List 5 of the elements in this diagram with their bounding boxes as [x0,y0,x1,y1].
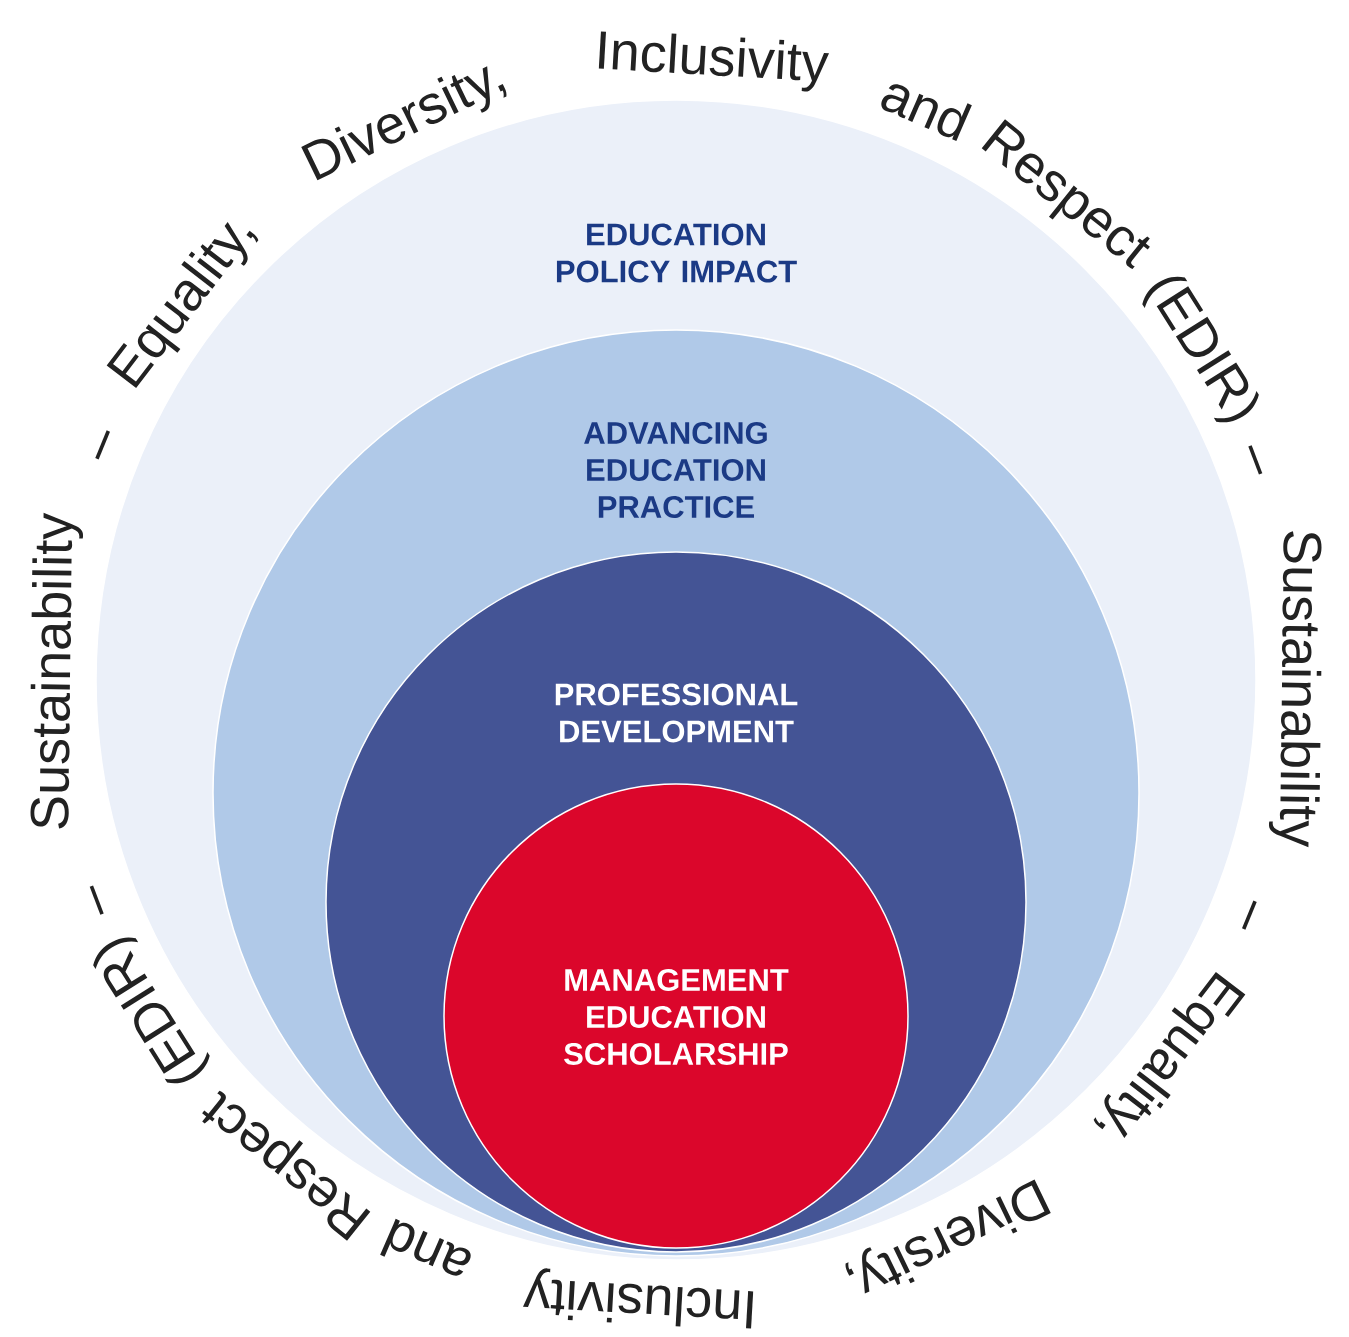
ring-text: Inclusivity [598,31,830,92]
ring-text: – [1242,900,1257,930]
ring-text: – [95,430,110,460]
ring-text: Sustainability [1268,531,1322,848]
ring-text: Sustainability [30,512,84,829]
